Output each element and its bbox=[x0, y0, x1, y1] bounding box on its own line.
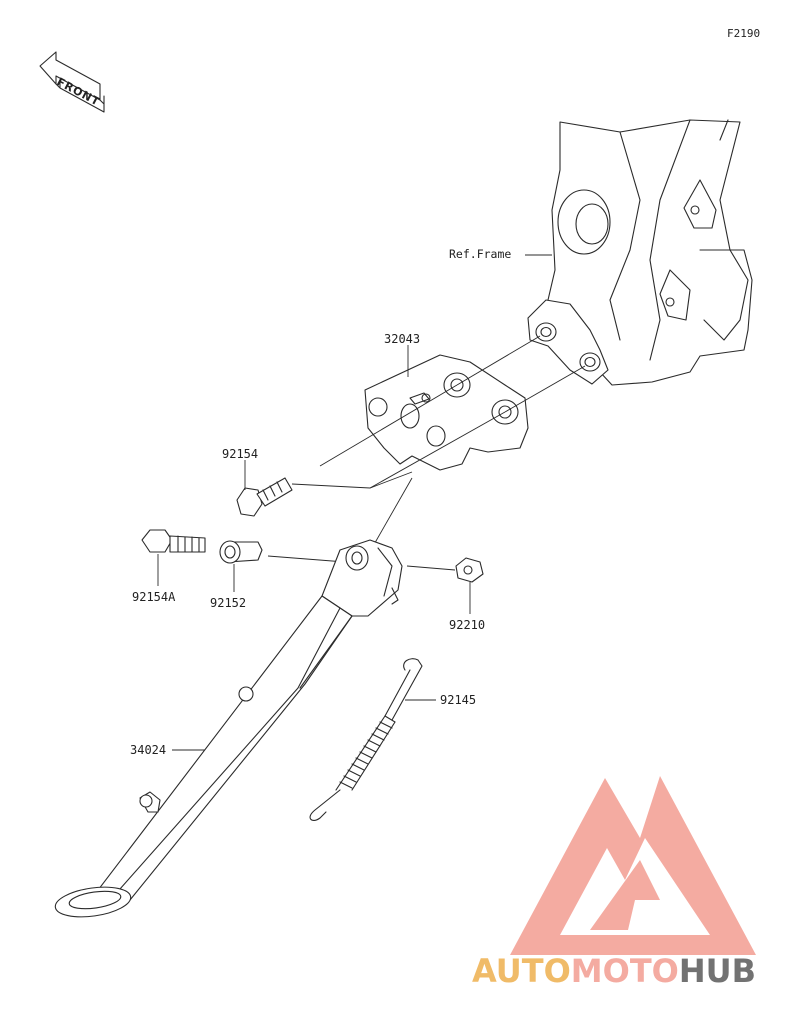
label-92152: 92152 bbox=[210, 596, 246, 610]
label-34024: 34024 bbox=[130, 743, 166, 757]
svg-text:AUTOMOTOHUB: AUTOMOTOHUB bbox=[472, 952, 756, 990]
label-92154: 92154 bbox=[222, 447, 258, 461]
watermark-logo: AUTOMOTOHUB bbox=[472, 776, 756, 990]
spring-92145: 92145 bbox=[309, 658, 476, 821]
leader-line bbox=[371, 477, 413, 549]
bolt-92154a: 92154A bbox=[132, 529, 206, 604]
leader-line bbox=[456, 335, 541, 386]
bolt-92154: 92154 bbox=[222, 447, 293, 517]
spring-coil bbox=[335, 715, 396, 791]
bracket-part: 32043 bbox=[364, 332, 529, 471]
leader-line bbox=[267, 555, 346, 563]
watermark-hub: HUB bbox=[679, 952, 756, 990]
label-92210: 92210 bbox=[449, 618, 485, 632]
nut-92210: 92210 bbox=[449, 557, 485, 632]
diagram-code: F2190 bbox=[727, 27, 760, 40]
watermark-moto: MOTO bbox=[571, 952, 679, 990]
leader-line bbox=[369, 411, 506, 489]
watermark-auto: AUTO bbox=[472, 952, 571, 990]
side-stand-34024: 34024 bbox=[54, 539, 403, 918]
ref-frame-label: Ref.Frame bbox=[449, 247, 511, 261]
leader-line bbox=[406, 565, 456, 571]
leader-line bbox=[504, 365, 586, 413]
frame-reference: Ref.Frame bbox=[449, 119, 753, 386]
collar-92152: 92152 bbox=[210, 540, 263, 610]
label-92154a: 92154A bbox=[132, 590, 176, 604]
label-92145: 92145 bbox=[440, 693, 476, 707]
front-arrow-icon: FRONT bbox=[39, 51, 105, 113]
leader-line bbox=[319, 384, 458, 467]
label-32043: 32043 bbox=[384, 332, 420, 346]
